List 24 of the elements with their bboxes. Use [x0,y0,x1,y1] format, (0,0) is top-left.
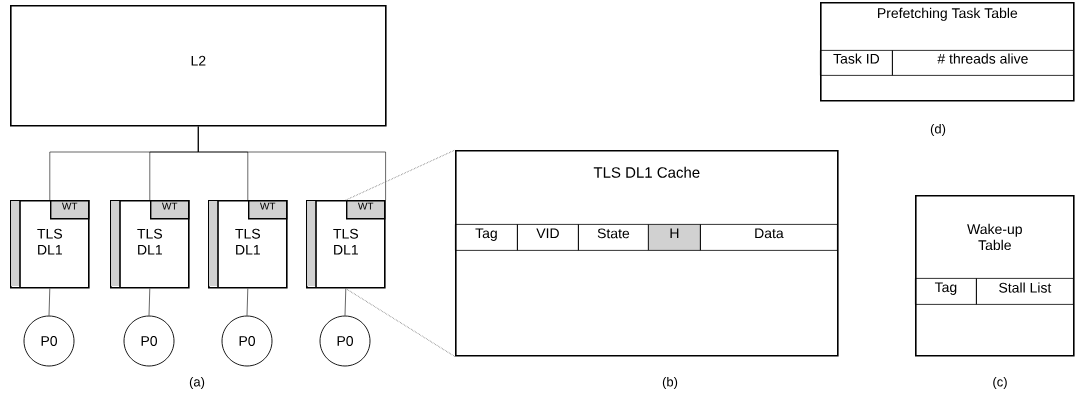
zoom-line [345,149,456,201]
table-cell: Tag [455,224,518,251]
connector-line [344,288,347,316]
cache-box: L2 [10,5,387,127]
table-cell: Data [700,224,838,251]
panel-label: (d) [930,123,946,137]
table-cell: VID [517,224,579,251]
flag-box: WT [248,200,288,220]
connector-line [198,126,386,201]
connector-line [148,288,151,316]
flag-box: WT [150,200,190,220]
panel-label: (a) [189,376,205,390]
table-cell: Task ID [820,50,893,76]
flag-box: WT [346,200,386,220]
table-cell: # threads alive [892,50,1074,76]
panel-label: (c) [993,376,1007,390]
connector-line [48,288,51,316]
connector-line [246,288,249,316]
panel-label: (b) [662,376,678,390]
table-cell: H [648,224,701,251]
table-cell: Tag [915,278,977,305]
flag-box: WT [50,200,90,220]
zoom-line [345,288,456,358]
table-cell: Stall List [976,278,1074,305]
